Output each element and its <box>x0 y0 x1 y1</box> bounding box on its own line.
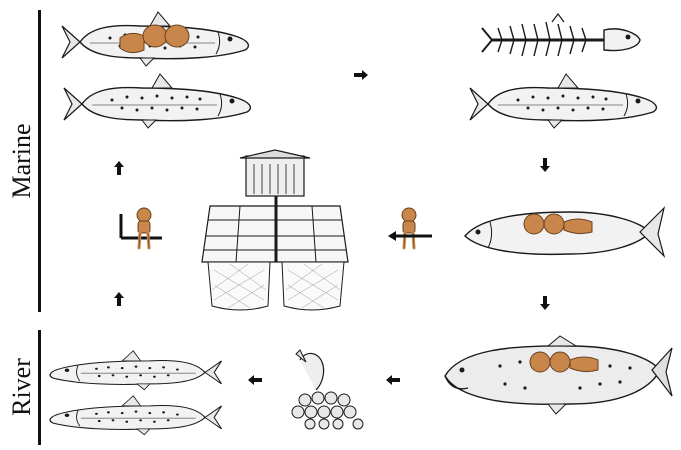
arrow-up-icon <box>114 292 124 306</box>
healthy-smolt-fish-icon <box>64 74 250 128</box>
eggs-icon <box>292 350 363 429</box>
infected-smolt-fish-icon <box>62 12 248 66</box>
river-juvenile-fish-icon <box>50 396 221 435</box>
post-smolt-fish-icon <box>470 74 656 128</box>
arrow-right-icon <box>354 70 368 80</box>
arrow-left-icon <box>248 375 262 385</box>
arrow-left-icon <box>386 375 400 385</box>
infected-adult-fish-icon <box>465 208 664 256</box>
arrow-down-icon <box>540 296 550 310</box>
arrow-up-icon <box>114 161 124 175</box>
arrow-down-icon <box>540 158 550 172</box>
fish-skeleton-icon <box>482 14 640 56</box>
sea-louse-transfer-icon <box>121 208 162 248</box>
sea-louse-farm-icon <box>388 208 432 248</box>
fish-farm-icon <box>202 150 348 310</box>
spawning-fish-icon <box>445 336 672 414</box>
river-juvenile-fish-icon <box>50 351 221 390</box>
